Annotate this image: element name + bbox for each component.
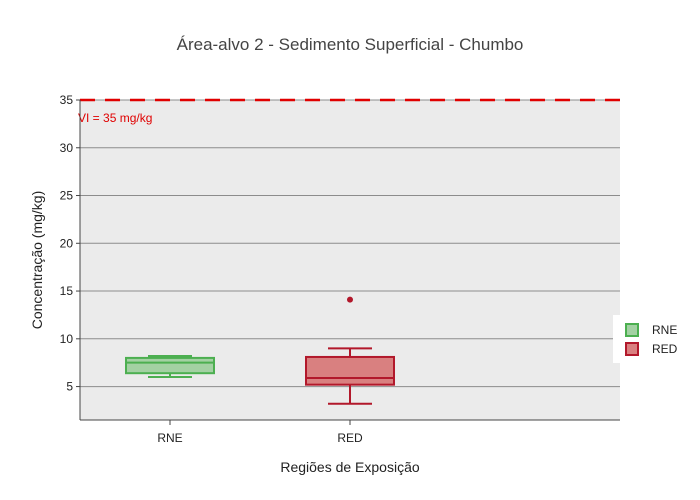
y-tick-label: 20 xyxy=(60,236,74,250)
y-tick-label: 15 xyxy=(60,284,74,298)
y-axis-title: Concentração (mg/kg) xyxy=(29,191,45,330)
reference-line-label: VI = 35 mg/kg xyxy=(78,111,152,125)
y-tick-label: 25 xyxy=(60,189,74,203)
legend-swatch xyxy=(625,323,639,337)
x-tick-label: RNE xyxy=(157,431,182,445)
x-tick-label: RED xyxy=(337,431,363,445)
outlier-point xyxy=(347,296,353,303)
y-tick-label: 10 xyxy=(60,332,74,346)
box-red xyxy=(305,296,395,405)
boxes xyxy=(125,296,395,405)
chart-title: Área-alvo 2 - Sedimento Superficial - Ch… xyxy=(177,35,524,54)
reference-line-group: VI = 35 mg/kg xyxy=(78,98,620,125)
y-tick-label: 30 xyxy=(60,141,74,155)
legend-swatch xyxy=(625,342,639,356)
legend[interactable]: RNE RED xyxy=(613,315,693,363)
box-rne xyxy=(125,355,215,379)
x-axis-title: Regiões de Exposição xyxy=(280,459,420,475)
x-axis-ticks: RNE RED xyxy=(157,420,363,445)
y-tick-label: 35 xyxy=(60,93,74,107)
legend-label: RED xyxy=(652,342,678,356)
y-tick-label: 5 xyxy=(66,380,73,394)
legend-item-rne[interactable]: RNE xyxy=(625,323,677,337)
box-body xyxy=(305,355,395,386)
y-axis-ticks: 5 10 15 20 25 30 35 xyxy=(60,93,80,394)
legend-label: RNE xyxy=(652,323,677,337)
legend-item-red[interactable]: RED xyxy=(625,342,678,356)
box-body xyxy=(125,356,215,375)
